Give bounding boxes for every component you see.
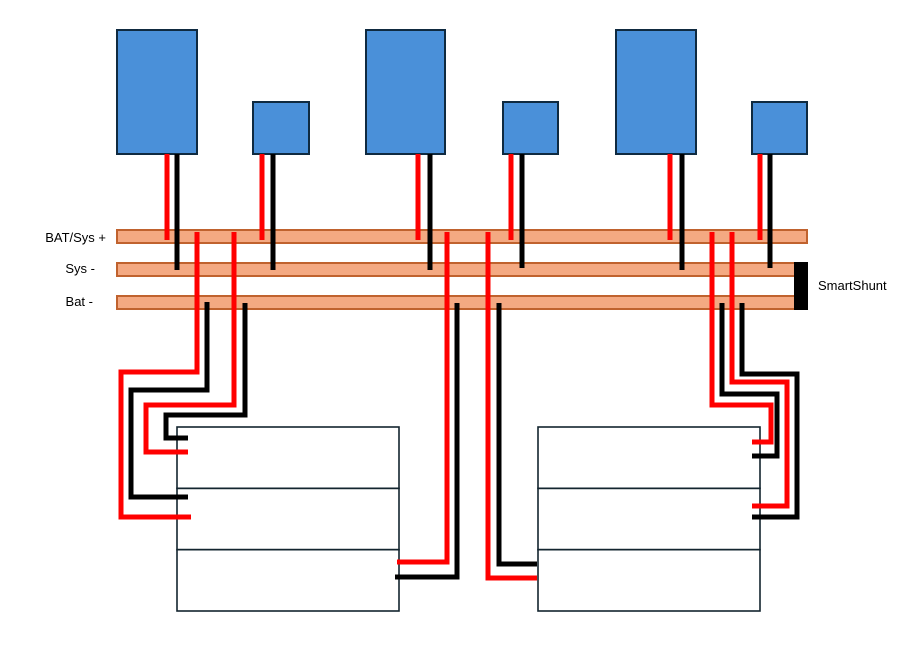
busbar-sys-minus: [116, 262, 808, 277]
battery-bank-left: [176, 426, 400, 612]
battery-cell: [537, 426, 761, 490]
smartshunt: [794, 262, 808, 310]
battery-cell: [176, 487, 400, 551]
busbar-label-sys-minus: Sys -: [65, 261, 95, 276]
shunt-group: SmartShunt: [794, 262, 887, 310]
negative-wire: [163, 303, 248, 441]
positive-wire: [485, 232, 537, 581]
wires-group: [118, 154, 800, 581]
battery-cell: [176, 548, 400, 612]
busbar-bat-sys-plus: [116, 229, 808, 244]
positive-wire: [143, 232, 237, 455]
battery-bank-right: [537, 426, 761, 612]
busbar-label-bat-sys-plus: BAT/Sys +: [45, 230, 106, 245]
device-5: [615, 29, 697, 155]
positive-wire: [397, 232, 450, 565]
devices-group: [116, 29, 808, 155]
busbars-group: [116, 229, 808, 310]
positive-wire: [118, 232, 200, 520]
positive-wire: [729, 232, 790, 509]
negative-wire: [395, 303, 460, 580]
device-4: [502, 101, 559, 155]
device-2: [252, 101, 310, 155]
busbar-label-bat-minus: Bat -: [66, 294, 93, 309]
negative-wire: [739, 303, 800, 520]
negative-wire: [128, 302, 210, 500]
battery-cell: [176, 426, 400, 490]
negative-wire: [496, 303, 537, 567]
battery-cell: [537, 487, 761, 551]
positive-wire: [709, 232, 774, 445]
battery-banks-group: [176, 426, 761, 612]
busbar-bat-minus: [116, 295, 808, 310]
device-3: [365, 29, 446, 155]
smartshunt-label: SmartShunt: [818, 278, 887, 293]
device-1: [116, 29, 198, 155]
busbar-labels: BAT/Sys + Sys - Bat -: [45, 230, 106, 309]
negative-wire: [719, 303, 780, 459]
device-6: [751, 101, 808, 155]
battery-cell: [537, 548, 761, 612]
